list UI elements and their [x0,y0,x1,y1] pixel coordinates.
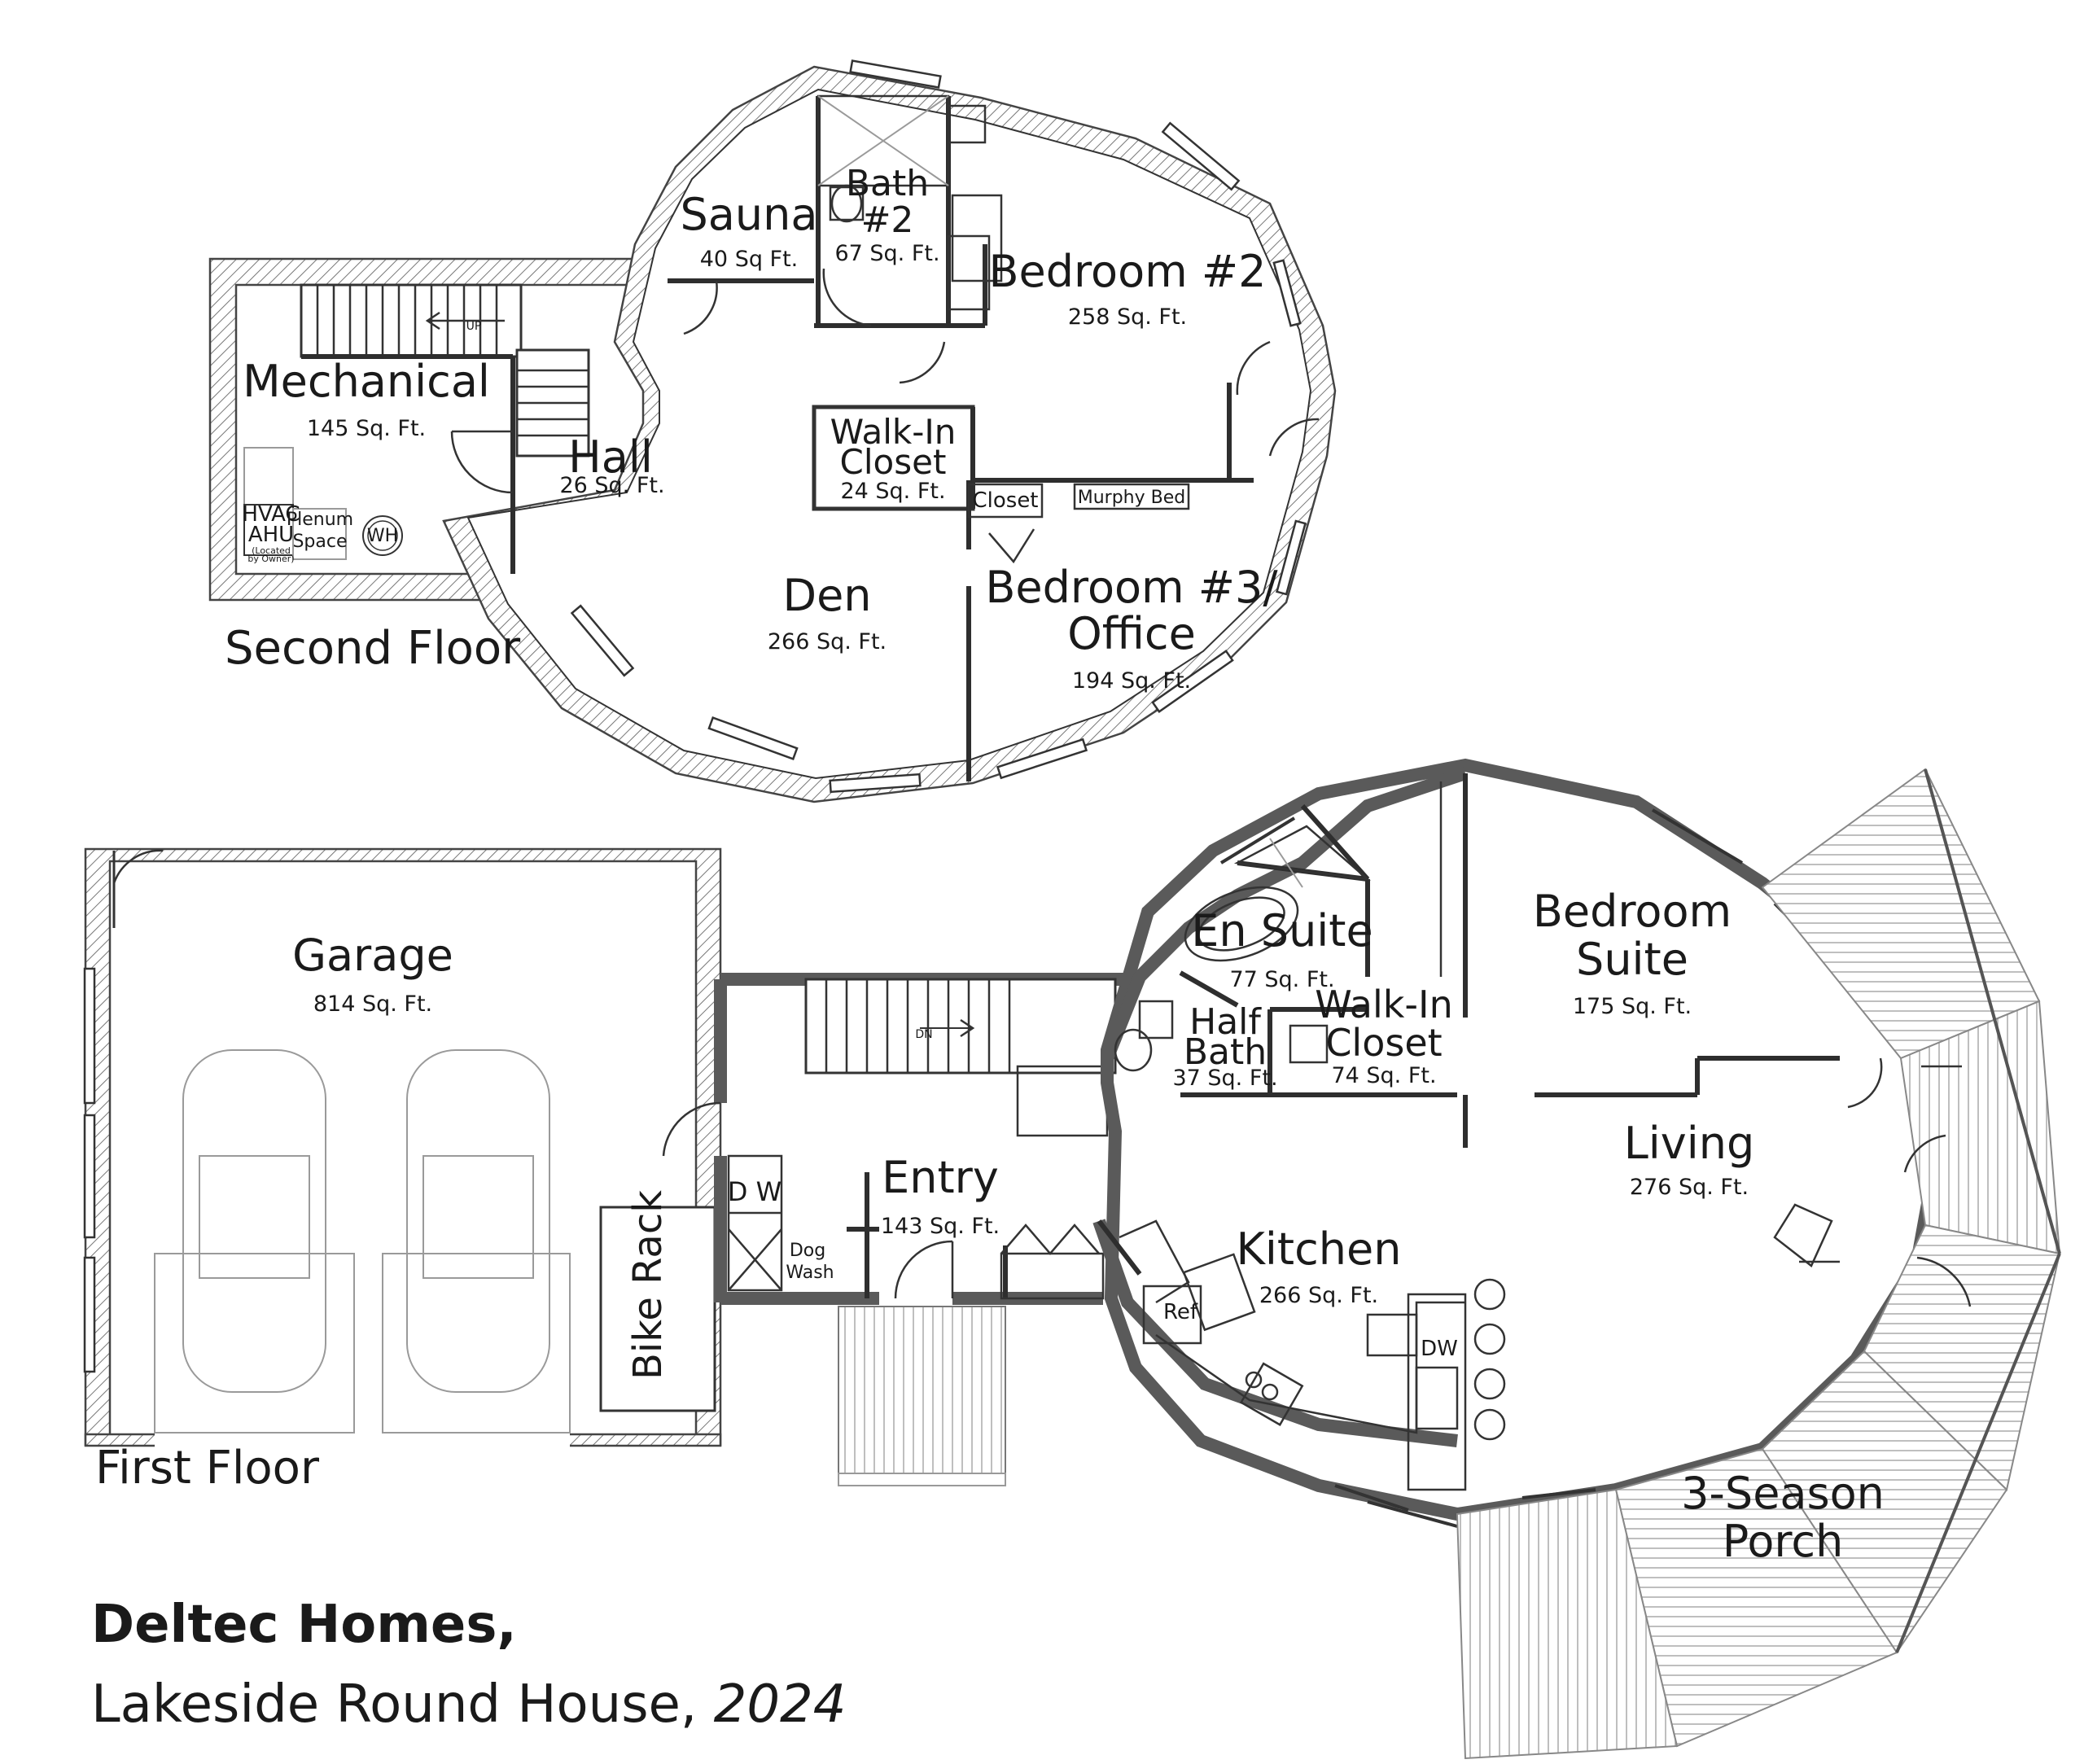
hvac-label-3: (Located [252,545,291,556]
room-en-suite-name: En Suite [1191,905,1373,956]
room-walkin-closet-name-2: Closet [1325,1021,1442,1065]
first-floor-label: First Floor [95,1442,320,1495]
room-den-name: Den [782,570,871,621]
stair-up-label: UP [466,320,482,333]
room-hall-name: Hall [568,431,653,483]
room-walkin-area: 24 Sq. Ft. [840,479,945,504]
murphy-bed-label: Murphy Bed [1078,488,1185,508]
room-bedroom-suite-name-2: Suite [1576,934,1688,985]
hvac-label-2: AHU [248,523,294,547]
title-block: Deltec Homes, Lakeside Round House, 2024 [91,1595,846,1735]
bike-rack-label: Bike Rack [625,1190,671,1380]
hvac-label-4: by Owner) [247,554,294,564]
room-living-name: Living [1624,1118,1755,1169]
project-year: 2024 [714,1674,847,1735]
dishwasher-label: DW [1421,1337,1458,1361]
room-entry-name: Entry [882,1152,999,1203]
hvac-label-1: HVAC [242,502,300,527]
room-mechanical-area: 145 Sq. Ft. [307,416,426,441]
room-bath2-name-1: Bath [846,163,929,204]
second-floor-plan: Second Floor Mechanical 145 Sq. Ft. HVAC… [208,59,1337,803]
company-title: Deltec Homes, [91,1595,517,1655]
dog-wash-label-2: Wash [786,1263,834,1283]
room-kitchen-area: 266 Sq. Ft. [1259,1283,1378,1308]
room-sauna-area: 40 Sq Ft. [700,247,799,272]
room-walkin-name-2: Closet [840,442,947,482]
room-half-bath-name-2: Bath [1184,1031,1267,1073]
kitchen-fixtures [1092,1057,1883,1491]
first-floor-round-windows [1219,808,1825,1528]
room-den-area: 266 Sq. Ft. [768,629,887,654]
room-bedroom2-name: Bedroom #2 [988,246,1266,297]
room-bedroom-suite-name-1: Bedroom [1533,886,1732,937]
room-walkin-closet-name-1: Walk-In [1315,983,1452,1026]
porch-deck [1456,768,2061,1760]
room-sauna-name: Sauna [681,189,818,240]
room-closet-name: Closet [972,488,1038,513]
water-heater-label: WH [367,526,398,546]
room-half-bath-name-1: Half [1189,1001,1262,1043]
room-bath2-name-2: #2 [861,199,914,241]
first-floor-interior-walls [1101,767,1840,1148]
mechanical-interior-walls [243,283,590,574]
room-hall-area: 26 Sq. Ft. [559,473,664,498]
room-walkin-name-1: Walk-In [830,412,957,452]
refrigerator-label: Ref [1163,1300,1198,1324]
room-bedroom2-area: 258 Sq. Ft. [1068,304,1187,330]
plenum-label-2: Space [292,532,347,552]
garage-cars [154,1049,571,1434]
laundry-dw-label: D W [728,1176,782,1207]
room-half-bath-area: 37 Sq. Ft. [1172,1066,1277,1091]
room-living-area: 276 Sq. Ft. [1630,1175,1749,1200]
room-kitchen-name: Kitchen [1237,1223,1402,1275]
porch-name-1: 3-Season [1681,1468,1885,1519]
room-garage-name: Garage [292,930,453,981]
first-floor-plan: First Floor Garage 814 Sq. Ft. Bike Rack… [83,758,2061,1760]
entry-deck [838,1306,1006,1474]
connector-walls [662,973,1123,1305]
second-floor-interior-walls [668,94,1320,781]
plenum-label-1: Plenum [287,510,353,530]
room-mechanical-name: Mechanical [243,356,490,407]
dog-wash-label-1: Dog [790,1241,825,1261]
room-bedroom-suite-area: 175 Sq. Ft. [1573,994,1692,1019]
project-title: Lakeside Round House, 2024 [91,1674,846,1735]
stair-dn-label: DN [915,1028,932,1041]
room-garage-area: 814 Sq. Ft. [313,991,432,1017]
project-name: Lakeside Round House, [91,1674,697,1735]
room-walkin-closet-area: 74 Sq. Ft. [1331,1063,1436,1088]
room-bath2-area: 67 Sq. Ft. [834,241,939,266]
room-en-suite-area: 77 Sq. Ft. [1229,967,1334,992]
room-entry-area: 143 Sq. Ft. [881,1214,1000,1239]
porch-name-2: Porch [1723,1516,1844,1567]
room-bedroom3-name-2: Office [1067,608,1196,659]
second-floor-label: Second Floor [225,622,521,675]
room-bedroom3-name-1: Bedroom #3/ [985,562,1278,613]
room-bedroom3-area: 194 Sq. Ft. [1072,668,1191,694]
second-floor-windows [570,59,1307,794]
